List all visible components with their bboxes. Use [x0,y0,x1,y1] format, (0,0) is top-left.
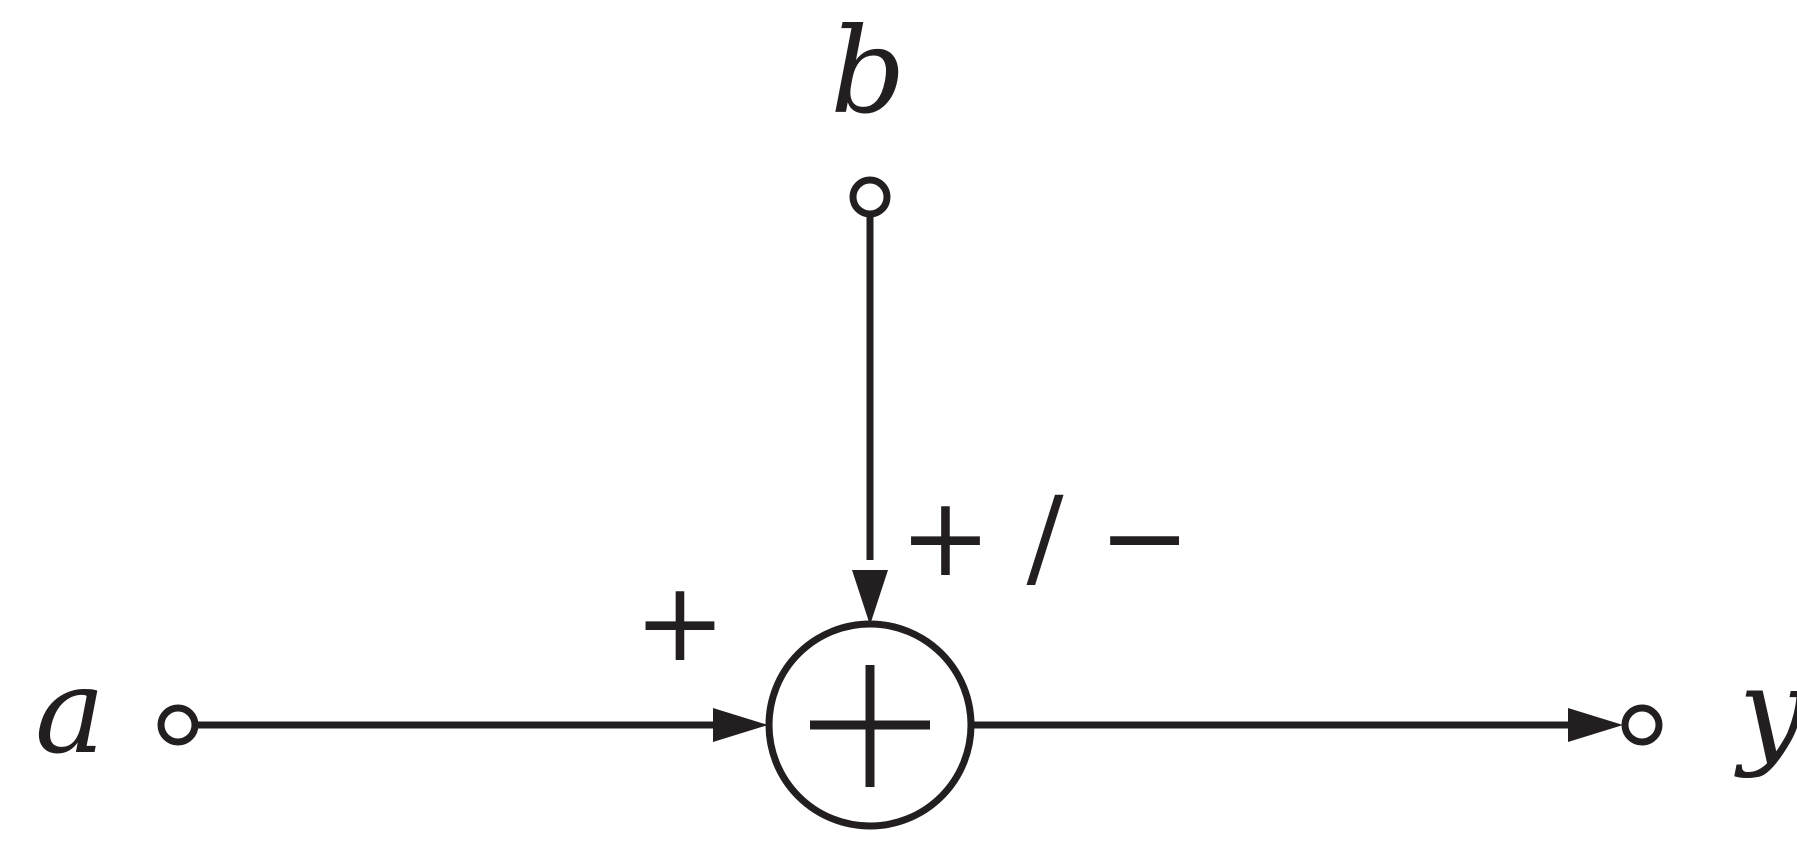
input-b-label: b [830,2,906,140]
summing-plus-icon [810,665,930,787]
input-a-arrowhead [713,708,768,742]
input-b-terminal [849,176,891,218]
input-a-sign: + [634,558,726,686]
summing-junction-circle [765,620,975,830]
summing-symbol-text: + [870,724,871,726]
input-b-arrowhead [852,570,888,625]
input-a-label: a [35,642,105,780]
output-y-terminal [1621,704,1663,746]
input-b-sign: + / − [899,473,1190,601]
output-y-label: y [1734,642,1797,780]
input-a-terminal [157,704,199,746]
output-y-arrowhead [1568,708,1623,742]
